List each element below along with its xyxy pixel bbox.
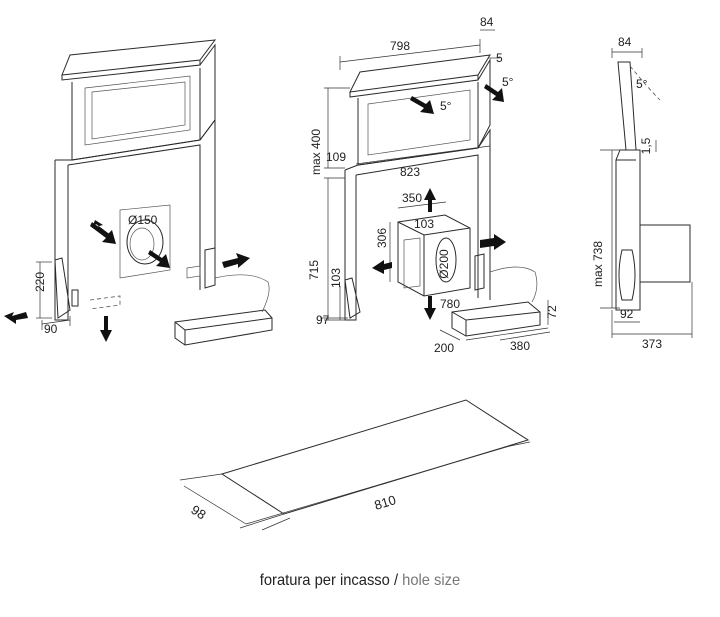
dim-d5: 5 [496, 51, 503, 65]
dim-d810: 810 [372, 492, 397, 513]
dim-max400: max 400 [309, 129, 323, 175]
dim-max738: max 738 [591, 241, 605, 287]
dim-d92: 92 [620, 307, 634, 321]
dim-d15: 1,5 [639, 137, 653, 154]
left-view: Ø150 220 90 [4, 39, 273, 346]
dim-d97: 97 [316, 313, 330, 327]
dim-d98: 98 [188, 502, 208, 522]
dim-d306: 306 [375, 228, 389, 248]
dim-d103b: 103 [329, 268, 343, 288]
caption: foratura per incasso / hole size [29, 572, 691, 590]
caption-italian: foratura per incasso [259, 572, 390, 589]
dim-d84a: 84 [480, 15, 494, 29]
dim-d715: 715 [307, 260, 321, 280]
dim-w90: 90 [44, 322, 58, 336]
dim-w798: 798 [390, 39, 410, 53]
dim-ang5c: 5° [636, 77, 648, 91]
right-view: 84 5° 1,5 max 738 92 373 [591, 35, 693, 351]
dim-d72: 72 [545, 305, 559, 319]
dim-d823: 823 [400, 165, 420, 179]
dim-d200: Ø200 [437, 249, 451, 279]
middle-view: 798 84 5 5° 5° max 400 109 823 350 103 3… [307, 15, 559, 355]
dim-d109: 109 [326, 150, 346, 164]
dim-h220: 220 [33, 272, 47, 292]
dim-d84b: 84 [618, 35, 632, 49]
dim-d150: Ø150 [128, 213, 158, 227]
hole-size-view: 98 810 [179, 399, 531, 531]
dim-d350: 350 [402, 191, 422, 205]
dim-ang5b: 5° [502, 75, 514, 89]
caption-english: hole size [402, 572, 461, 589]
dim-d373: 373 [642, 337, 662, 351]
dim-ang5a: 5° [440, 99, 452, 113]
dim-d200b: 200 [434, 341, 454, 355]
caption-separator: / [389, 572, 403, 589]
dim-d780: 780 [440, 297, 460, 311]
dim-d380: 380 [510, 339, 530, 353]
dim-d103a: 103 [414, 217, 434, 231]
